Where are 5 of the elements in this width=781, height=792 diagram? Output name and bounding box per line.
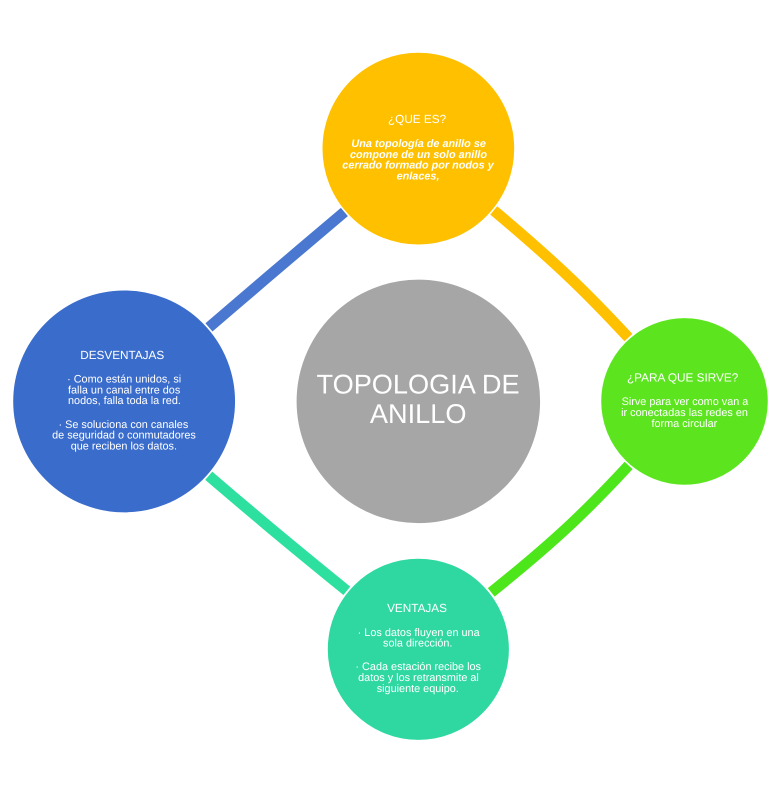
node-circle: ¿QUE ES? Una topología de anillo se compone de un solo anillo cerrado formado por nodos y enlaces, — [320, 50, 517, 247]
connector — [490, 206, 632, 341]
connector — [205, 207, 348, 331]
connector — [488, 461, 633, 596]
connector — [205, 471, 350, 594]
